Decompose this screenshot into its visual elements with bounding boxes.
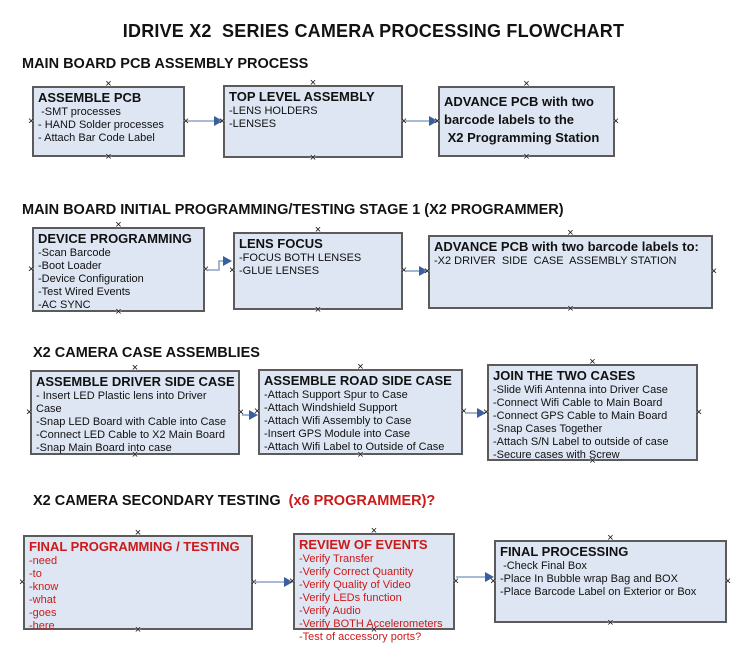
box-item: -Verify Quality of Video — [299, 579, 411, 591]
box-join-the-two-cases: JOIN THE TWO CASES -Slide Wifi Antenna i… — [487, 364, 698, 461]
box-item: -Attach Wifi Assembly to Case — [264, 415, 412, 427]
box-title: ADVANCE PCB with two barcode labels to t… — [444, 94, 600, 145]
box-item: -to — [29, 568, 42, 580]
box-item: -Place Barcode Label on Exterior or Box — [500, 586, 697, 598]
box-item: -Snap Cases Together — [493, 423, 603, 435]
box-title: FINAL PROCESSING — [500, 544, 629, 559]
box-item: -Boot Loader — [38, 260, 102, 272]
flow-arrow — [456, 572, 494, 582]
flow-arrow — [405, 266, 428, 276]
page-title: IDRIVE X2 SERIES CAMERA PROCESSING FLOWC… — [122, 21, 625, 41]
box-item: -SMT processes — [38, 106, 121, 118]
box-item: -what — [29, 594, 56, 606]
box-final-programming-testing: FINAL PROGRAMMING / TESTING -need -to -k… — [23, 535, 253, 632]
section-heading-pcb-assembly: MAIN BOARD PCB ASSEMBLY PROCESS — [22, 56, 309, 72]
flow-arrow — [405, 116, 438, 126]
box-item: -Attach Wifi Label to Outside of Case — [264, 441, 445, 453]
section-heading-case-assemblies: X2 CAMERA CASE ASSEMBLIES — [33, 345, 260, 361]
section-heading-initial-programming: MAIN BOARD INITIAL PROGRAMMING/TESTING S… — [22, 202, 564, 218]
box-item: -Snap Main Board into case — [36, 442, 172, 454]
box-item: -Device Configuration — [38, 273, 144, 285]
box-title: LENS FOCUS — [239, 236, 323, 251]
section-heading-red-part: (x6 PROGRAMMER)? — [288, 493, 436, 509]
box-item: -Attach Support Spur to Case — [264, 389, 408, 401]
box-item: -GLUE LENSES — [239, 265, 320, 277]
box-item: -Verify Audio — [299, 605, 361, 617]
box-title: ASSEMBLE DRIVER SIDE CASE — [36, 374, 235, 389]
box-item: - Insert LED Plastic lens into Driver Ca… — [36, 390, 210, 415]
box-final-processing: FINAL PROCESSING -Check Final Box -Place… — [494, 540, 727, 623]
section-heading-black-part: X2 CAMERA SECONDARY TESTING — [33, 493, 289, 509]
box-item: -Connect GPS Cable to Main Board — [493, 410, 668, 422]
box-item: -Verify BOTH Accelerometers — [299, 618, 443, 630]
box-item: -LENS HOLDERS — [229, 105, 318, 117]
box-assemble-road-side-case: ASSEMBLE ROAD SIDE CASE -Attach Support … — [258, 369, 463, 455]
box-item: -Verify Transfer — [299, 553, 374, 565]
box-title: TOP LEVEL ASSEMBLY — [229, 89, 375, 104]
box-item: -Check Final Box — [500, 560, 587, 572]
flow-arrow — [254, 577, 293, 587]
box-item: -Attach Windshield Support — [264, 402, 398, 414]
box-title: ASSEMBLE PCB — [38, 90, 142, 105]
box-item: -Test Wired Events — [38, 286, 131, 298]
box-assemble-pcb: ASSEMBLE PCB -SMT processes - HAND Solde… — [32, 86, 185, 157]
box-item: -Slide Wifi Antenna into Driver Case — [493, 384, 668, 396]
flow-arrow — [465, 408, 486, 418]
box-item: -LENSES — [229, 118, 277, 130]
box-title: FINAL PROGRAMMING / TESTING — [29, 539, 240, 554]
box-assemble-driver-side-case: ASSEMBLE DRIVER SIDE CASE - Insert LED P… — [30, 370, 240, 455]
section-heading-secondary-testing: X2 CAMERA SECONDARY TESTING (x6 PROGRAMM… — [33, 493, 435, 509]
box-item: -know — [29, 581, 59, 593]
box-item: -Insert GPS Module into Case — [264, 428, 411, 440]
box-item: -Connect Wifi Cable to Main Board — [493, 397, 663, 409]
box-title: DEVICE PROGRAMMING — [38, 231, 192, 246]
box-device-programming: DEVICE PROGRAMMING -Scan Barcode -Boot L… — [32, 227, 205, 312]
box-item: -need — [29, 555, 58, 567]
box-review-of-events: REVIEW OF EVENTS -Verify Transfer -Verif… — [293, 533, 455, 643]
box-item: -AC SYNC — [38, 299, 91, 311]
flow-arrow — [242, 410, 258, 420]
box-item: -Test of accessory ports? — [299, 631, 422, 643]
box-top-level-assembly: TOP LEVEL ASSEMBLY -LENS HOLDERS -LENSES — [223, 85, 403, 158]
box-item: -Place In Bubble wrap Bag and BOX — [500, 573, 678, 585]
box-title: REVIEW OF EVENTS — [299, 537, 428, 552]
box-item: -Snap LED Board with Cable into Case — [36, 416, 227, 428]
box-item: -here — [29, 620, 55, 632]
box-item: -Connect LED Cable to X2 Main Board — [36, 429, 225, 441]
box-title: ASSEMBLE ROAD SIDE CASE — [264, 373, 452, 388]
box-item: -Verify Correct Quantity — [299, 566, 414, 578]
flow-arrow — [187, 116, 223, 126]
box-item: -Scan Barcode — [38, 247, 111, 259]
box-item: -Verify LEDs function — [299, 592, 402, 604]
box-item: -goes — [29, 607, 57, 619]
box-item: - Attach Bar Code Label — [38, 132, 155, 144]
flow-arrow-elbow — [206, 256, 232, 271]
box-item: -Attach S/N Label to outside of case — [493, 436, 669, 448]
box-item: -X2 DRIVER SIDE CASE ASSEMBLY STATION — [434, 255, 677, 267]
box-lens-focus: LENS FOCUS -FOCUS BOTH LENSES -GLUE LENS… — [233, 232, 403, 310]
box-title: JOIN THE TWO CASES — [493, 368, 636, 383]
box-advance-pcb-programming-station: ADVANCE PCB with two barcode labels to t… — [438, 86, 615, 157]
box-item: -Secure cases with Screw — [493, 449, 620, 461]
box-advance-pcb-driver-side: ADVANCE PCB with two barcode labels to: … — [428, 235, 713, 309]
box-title: ADVANCE PCB with two barcode labels to: — [434, 239, 699, 254]
box-item: -FOCUS BOTH LENSES — [239, 252, 362, 264]
box-item: - HAND Solder processes — [38, 119, 164, 131]
